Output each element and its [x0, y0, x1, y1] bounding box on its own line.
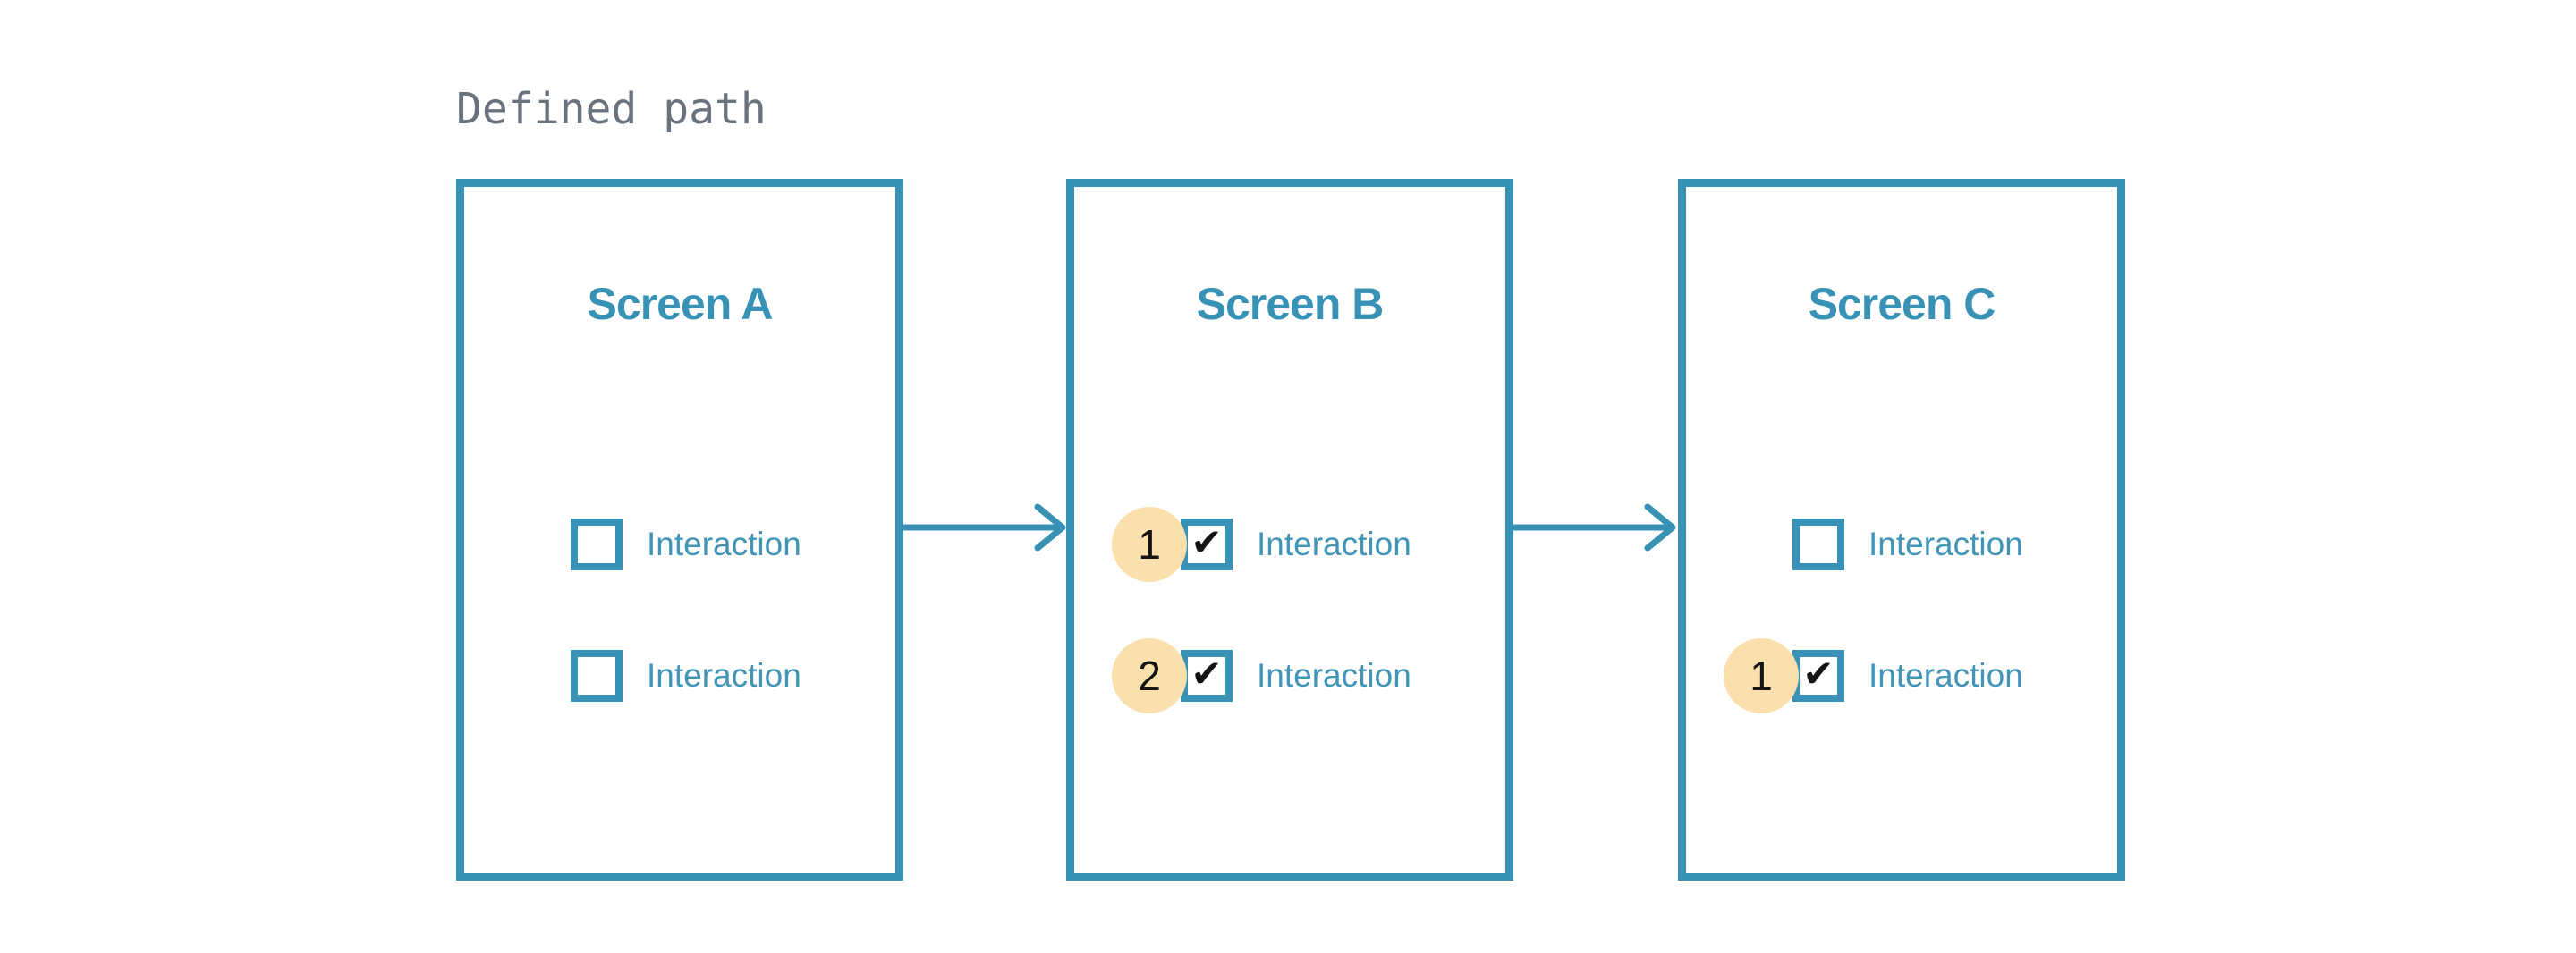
flow-arrow-b-to-c-icon: [1513, 503, 1676, 552]
diagram-title: Defined path: [456, 84, 767, 134]
checkbox[interactable]: ✔: [1181, 650, 1233, 702]
checkmark-icon: ✔: [1191, 652, 1223, 696]
screen-c-row-2: 1 ✔ Interaction: [1724, 638, 2023, 713]
checkmark-icon: ✔: [1191, 520, 1223, 564]
screen-c-frame: Screen C Interaction 1 ✔ Interaction: [1678, 179, 2125, 881]
checkbox[interactable]: [1792, 519, 1844, 570]
checkbox[interactable]: [571, 650, 623, 702]
screen-b-frame: Screen B 1 ✔ Interaction 2 ✔ Interaction: [1066, 179, 1513, 881]
step-badge: 2: [1112, 638, 1187, 713]
screen-a-title: Screen A: [587, 279, 774, 329]
checkbox-label: Interaction: [647, 526, 801, 562]
checkbox[interactable]: ✔: [1181, 519, 1233, 570]
checkbox-label: Interaction: [1868, 526, 2023, 562]
checkbox-label: Interaction: [1868, 657, 2023, 694]
screen-b-row-1: 1 ✔ Interaction: [1112, 507, 1411, 582]
screen-a-row-2: Interaction: [571, 650, 801, 702]
screen-b-row-2: 2 ✔ Interaction: [1112, 638, 1411, 713]
step-badge: 1: [1112, 507, 1187, 582]
checkbox-label: Interaction: [1257, 657, 1411, 694]
checkbox-label: Interaction: [1257, 526, 1411, 562]
checkbox[interactable]: [571, 519, 623, 570]
screen-a-frame: Screen A Interaction Interaction: [456, 179, 903, 881]
checkbox-label: Interaction: [647, 657, 801, 694]
checkbox[interactable]: ✔: [1792, 650, 1844, 702]
flow-arrow-a-to-b-icon: [902, 503, 1066, 552]
screen-c-row-1: Interaction: [1792, 519, 2023, 570]
screen-b-title: Screen B: [1196, 279, 1385, 329]
screen-a-row-1: Interaction: [571, 519, 801, 570]
screen-c-title: Screen C: [1808, 279, 1996, 329]
step-badge: 1: [1724, 638, 1799, 713]
checkmark-icon: ✔: [1802, 652, 1835, 696]
